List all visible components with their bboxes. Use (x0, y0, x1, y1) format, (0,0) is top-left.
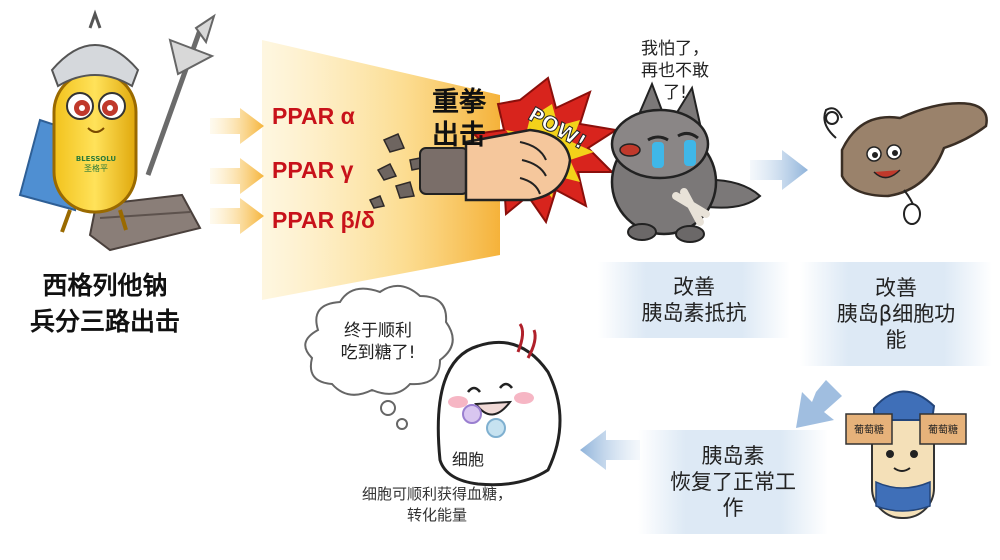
punch-caption-line1: 重拳 (432, 87, 486, 118)
wolf-speech-line1: 我怕了， (641, 39, 709, 59)
fist-icon (419, 128, 572, 202)
cell-character-icon (436, 323, 562, 487)
pancreas-character-icon (823, 102, 988, 225)
candy-box-label-left: 葡萄糖 (854, 423, 884, 436)
punch-caption-line2: 出击 (432, 120, 486, 151)
effect-box-beta-cell: 改善 胰岛β细胞功 能 (800, 262, 992, 366)
capsule-hero-icon (18, 9, 216, 252)
punch-caption: 重拳 出击 (432, 86, 486, 152)
candy-box-label-right: 葡萄糖 (928, 423, 958, 436)
cell-speech-line1: 终于顺利 (344, 321, 412, 341)
drug-title-line2: 兵分三路出击 (29, 307, 180, 336)
ppar-alpha-label: PPAR α (272, 103, 355, 129)
cell-note: 细胞可顺利获得血糖， 转化能量 (312, 484, 562, 526)
effect-box-2-line3: 能 (885, 328, 907, 352)
drug-title: 西格列他钠 兵分三路出击 (0, 268, 210, 340)
effect-box-2-line1: 改善 (875, 276, 917, 300)
drug-title-line1: 西格列他钠 (42, 271, 168, 300)
cell-note-line1: 细胞可顺利获得血糖， (361, 485, 512, 503)
cell-note-line2: 转化能量 (406, 506, 467, 524)
orange-arrows (210, 108, 264, 234)
speech-cloud-icon (304, 285, 454, 430)
delivery-capsule-character-icon (845, 390, 967, 519)
cell-speech-line2: 吃到糖了! (340, 343, 416, 363)
capsule-logo-text: BLESSOLU (76, 155, 117, 163)
capsule-logo-subtext: 圣格平 (84, 163, 108, 173)
effect-box-3-line3: 作 (722, 496, 744, 520)
cell-label: 细胞 (452, 450, 485, 469)
wolf-character-icon (610, 81, 762, 243)
flow-arrow-down-left-icon (796, 380, 842, 428)
flow-arrow-left-icon (580, 430, 640, 470)
effect-box-3-line2: 恢复了正常工 (670, 470, 796, 494)
ppar-beta-delta-label: PPAR β/δ (272, 207, 375, 233)
flow-arrow-right-icon (750, 150, 808, 190)
wolf-speech: 我怕了， 再也不敢 了! (620, 38, 730, 104)
ppar-gamma-label: PPAR γ (272, 157, 354, 183)
cell-speech: 终于顺利 吃到糖了! (316, 320, 440, 364)
effect-box-insulin-restored: 胰岛素 恢复了正常工 作 (638, 430, 828, 534)
effect-box-2-line2: 胰岛β细胞功 (836, 302, 956, 326)
wolf-speech-line2: 再也不敢 (641, 61, 709, 81)
wolf-speech-line3: 了! (663, 83, 687, 103)
effect-box-1-line2: 胰岛素抵抗 (641, 301, 747, 325)
effect-box-insulin-resistance: 改善 胰岛素抵抗 (598, 262, 790, 338)
effect-box-3-line1: 胰岛素 (701, 444, 765, 468)
effect-box-1-line1: 改善 (673, 275, 715, 299)
